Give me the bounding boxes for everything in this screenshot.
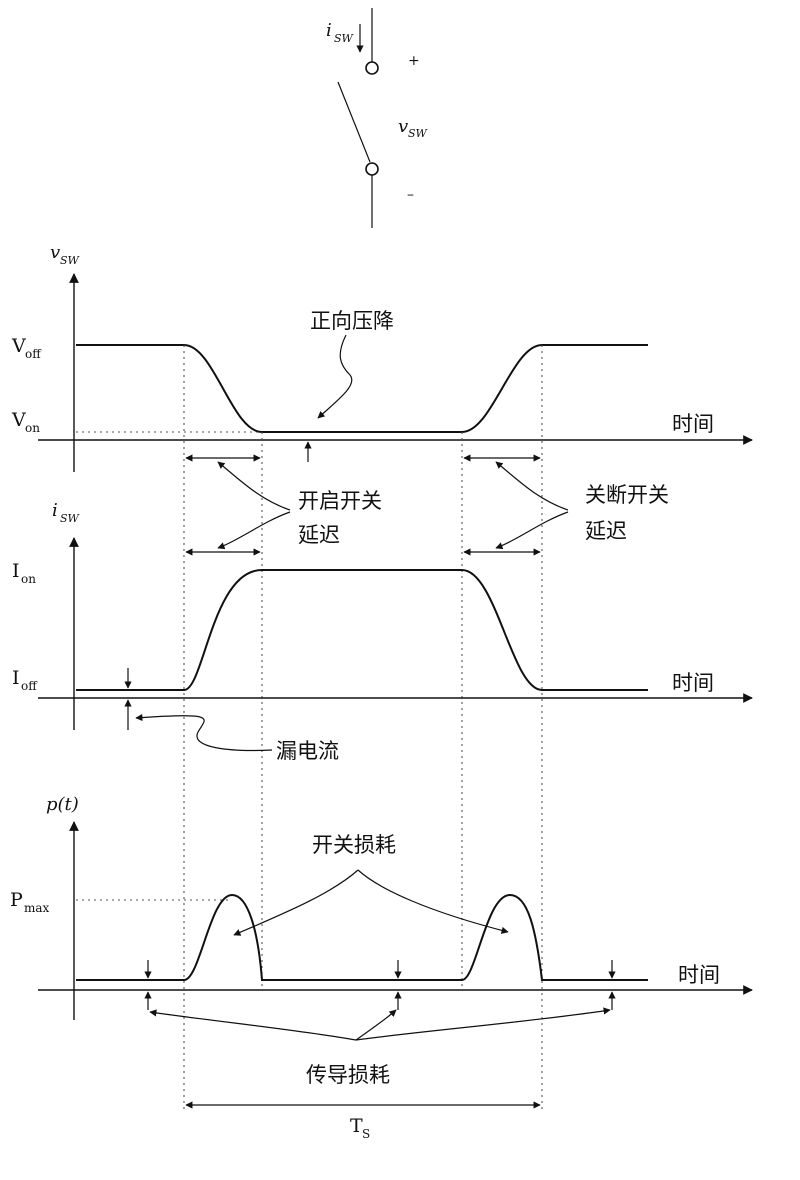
turn-off-delay-label-1: 关断开关 [585, 483, 669, 507]
conduction-loss-label: 传导损耗 [306, 1063, 390, 1087]
forward-drop-label: 正向压降 [310, 309, 394, 333]
switch-plus: + [408, 53, 420, 69]
conduction-pointer-1 [149, 1009, 357, 1041]
turn-on-pointer-bottom [217, 511, 291, 550]
switching-loss-pointer-left [233, 869, 359, 936]
conduction-pointer-2 [355, 1009, 397, 1041]
switch-current-sub: SW [334, 32, 355, 45]
switch-voltage-sub: SW [408, 127, 429, 140]
switch-minus: – [407, 187, 414, 203]
voltage-y-label-sub: SW [60, 254, 81, 267]
switch-bottom-contact [365, 162, 379, 176]
delay-annotations: 开启开关 延迟 关断开关 延迟 [185, 454, 669, 556]
forward-drop-pointer [317, 334, 353, 419]
switch-symbol: i SW + v SW – [326, 8, 429, 228]
power-waveform [76, 893, 648, 981]
voltage-waveform [76, 344, 648, 433]
current-level-low: I [12, 667, 20, 689]
leakage-pointer [135, 713, 273, 752]
switch-top-contact [365, 61, 379, 75]
voltage-level-low: V [11, 409, 26, 431]
turn-off-delay-label-2: 延迟 [585, 519, 627, 543]
power-level-max: P [10, 889, 23, 911]
conduction-pointer-3 [355, 1007, 611, 1041]
current-level-high: I [12, 560, 20, 582]
voltage-level-high: V [11, 335, 26, 357]
current-waveform [76, 569, 648, 691]
turn-off-pointer-bottom [495, 511, 569, 550]
power-time-label: 时间 [678, 963, 720, 987]
voltage-level-high-sub: off [25, 347, 42, 361]
switch-blade [337, 81, 371, 163]
current-plot: i SW I on I off 时间 漏电流 [12, 500, 753, 763]
switch-current-symbol: i [326, 20, 332, 41]
turn-on-delay-label-1: 开启开关 [298, 489, 382, 513]
switching-loss-pointer-right [357, 869, 509, 934]
leakage-label: 漏电流 [276, 739, 339, 763]
voltage-y-label: v [50, 242, 60, 263]
voltage-plot: v SW V off V on 时间 正向压降 [11, 242, 753, 472]
power-level-max-sub: max [24, 901, 50, 915]
power-y-label: p(t) [46, 794, 79, 815]
period-label: T [350, 1115, 363, 1137]
voltage-level-low-sub: on [25, 421, 40, 435]
turn-on-pointer-top [217, 461, 291, 511]
current-level-high-sub: on [21, 572, 36, 586]
power-plot: p(t) P max 时间 开关损耗 传导损耗 T S [10, 794, 753, 1141]
current-level-low-sub: off [21, 679, 38, 693]
turn-off-pointer-top [495, 461, 569, 511]
voltage-time-label: 时间 [672, 412, 714, 436]
turn-on-delay-label-2: 延迟 [298, 523, 340, 547]
current-time-label: 时间 [672, 671, 714, 695]
switching-loss-label: 开关损耗 [312, 833, 396, 857]
switch-voltage-symbol: v [398, 116, 408, 137]
timing-guides [183, 345, 543, 1112]
current-y-label: i [52, 500, 58, 521]
period-label-sub: S [362, 1127, 370, 1141]
current-y-label-sub: SW [60, 512, 81, 525]
